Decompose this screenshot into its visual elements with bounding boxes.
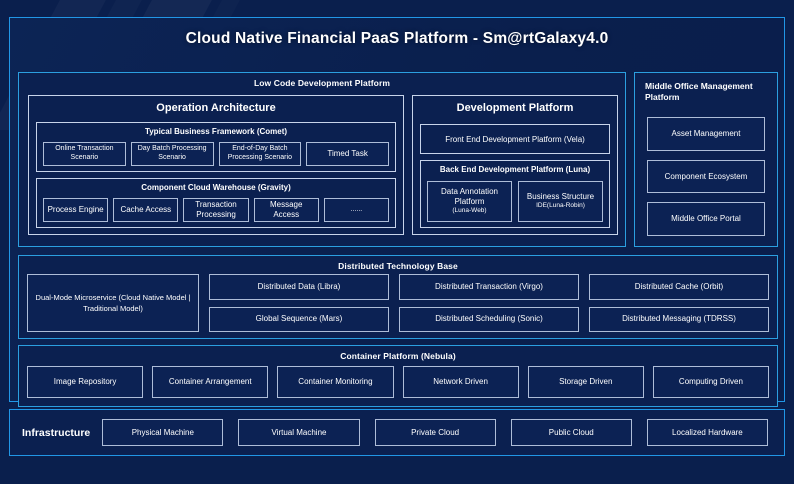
- distributed-base-column-1: Distributed Data (Libra) Global Sequence…: [209, 274, 389, 332]
- node-transaction-processing[interactable]: Transaction Processing: [183, 198, 249, 222]
- node-storage-driven[interactable]: Storage Driven: [527, 366, 644, 398]
- node-image-repository[interactable]: Image Repository: [27, 366, 144, 398]
- back-end-items: Data Annotation Platform (Luna-Web) Busi…: [427, 181, 603, 222]
- distributed-base-column-2: Distributed Transaction (Virgo) Distribu…: [399, 274, 579, 332]
- distributed-base-column-3: Distributed Cache (Orbit) Distributed Me…: [589, 274, 769, 332]
- node-business-structure-ide-main: Business Structure: [526, 192, 595, 202]
- group-title-operation-architecture: Operation Architecture: [156, 102, 276, 114]
- group-title-gravity: Component Cloud Warehouse (Gravity): [141, 183, 291, 192]
- group-development-platform: Development Platform Front End Developme…: [412, 95, 618, 235]
- node-distributed-scheduling-sonic[interactable]: Distributed Scheduling (Sonic): [399, 306, 579, 332]
- gravity-items: Process Engine Cache Access Transaction …: [43, 198, 390, 222]
- node-distributed-cache-orbit[interactable]: Distributed Cache (Orbit): [589, 274, 769, 300]
- infrastructure-items: Physical Machine Virtual Machine Private…: [102, 419, 784, 446]
- node-end-of-day-batch-processing-scenario[interactable]: End-of-Day Batch Processing Scenario: [218, 142, 302, 166]
- platform-frame: Cloud Native Financial PaaS Platform - S…: [9, 17, 785, 407]
- group-component-cloud-warehouse: Component Cloud Warehouse (Gravity) Proc…: [36, 178, 396, 228]
- section-container-platform: Container Platform (Nebula) Image Reposi…: [18, 345, 778, 407]
- node-day-batch-processing-scenario[interactable]: Day Batch Processing Scenario: [130, 142, 214, 166]
- node-online-transaction-scenario[interactable]: Online Transaction Scenario: [43, 142, 126, 166]
- section-low-code-development-platform: Low Code Development Platform Operation …: [18, 72, 626, 247]
- node-data-annotation-platform[interactable]: Data Annotation Platform (Luna-Web): [427, 181, 512, 222]
- container-platform-items: Image Repository Container Arrangement C…: [27, 366, 770, 398]
- node-localized-hardware[interactable]: Localized Hardware: [646, 419, 768, 446]
- group-title-back-end: Back End Development Platform (Luna): [439, 165, 591, 174]
- node-more-ellipsis[interactable]: ......: [323, 198, 390, 222]
- platform-body: Low Code Development Platform Operation …: [18, 72, 778, 407]
- node-distributed-data-libra[interactable]: Distributed Data (Libra): [209, 274, 389, 300]
- group-title-development-platform: Development Platform: [456, 102, 574, 114]
- node-asset-management[interactable]: Asset Management: [647, 117, 765, 151]
- group-typical-business-framework: Typical Business Framework (Comet) Onlin…: [36, 122, 396, 172]
- section-title-distributed-technology-base: Distributed Technology Base: [338, 261, 458, 271]
- comet-items: Online Transaction Scenario Day Batch Pr…: [43, 142, 389, 166]
- node-container-monitoring[interactable]: Container Monitoring: [277, 366, 394, 398]
- node-public-cloud[interactable]: Public Cloud: [510, 419, 632, 446]
- section-distributed-technology-base: Distributed Technology Base Dual-Mode Mi…: [18, 255, 778, 339]
- group-title-comet: Typical Business Framework (Comet): [144, 127, 288, 136]
- node-private-cloud[interactable]: Private Cloud: [374, 419, 496, 446]
- node-distributed-messaging-tdrss[interactable]: Distributed Messaging (TDRSS): [589, 306, 769, 332]
- section-infrastructure: Infrastructure Physical Machine Virtual …: [9, 409, 785, 456]
- node-process-engine[interactable]: Process Engine: [43, 198, 109, 222]
- node-data-annotation-platform-sub: (Luna-Web): [452, 207, 487, 215]
- node-cache-access[interactable]: Cache Access: [113, 198, 179, 222]
- infrastructure-label: Infrastructure: [22, 426, 91, 439]
- middle-office-items: Asset Management Component Ecosystem Mid…: [647, 117, 765, 237]
- section-title-middle-office: Middle Office Management Platform: [645, 81, 753, 103]
- node-dual-mode-microservice[interactable]: Dual-Mode Microservice (Cloud Native Mod…: [27, 274, 199, 332]
- node-business-structure-ide[interactable]: Business Structure IDE(Luna-Robin): [518, 181, 603, 222]
- distributed-base-items: Dual-Mode Microservice (Cloud Native Mod…: [27, 274, 769, 332]
- section-title-container-platform: Container Platform (Nebula): [340, 351, 456, 361]
- node-middle-office-portal[interactable]: Middle Office Portal: [647, 202, 765, 237]
- node-container-arrangement[interactable]: Container Arrangement: [152, 366, 269, 398]
- page-title: Cloud Native Financial PaaS Platform - S…: [185, 30, 609, 47]
- node-component-ecosystem[interactable]: Component Ecosystem: [647, 159, 765, 194]
- node-physical-machine[interactable]: Physical Machine: [102, 419, 224, 446]
- node-business-structure-ide-sub: IDE(Luna-Robin): [536, 202, 585, 210]
- section-title-low-code: Low Code Development Platform: [253, 78, 391, 88]
- node-distributed-transaction-virgo[interactable]: Distributed Transaction (Virgo): [399, 274, 579, 300]
- group-back-end-development-platform: Back End Development Platform (Luna) Dat…: [420, 160, 610, 228]
- section-middle-office-management-platform: Middle Office Management Platform Asset …: [634, 72, 778, 247]
- node-front-end-development-platform[interactable]: Front End Development Platform (Vela): [420, 124, 610, 154]
- node-message-access[interactable]: Message Access: [253, 198, 319, 222]
- node-network-driven[interactable]: Network Driven: [402, 366, 519, 398]
- group-operation-architecture: Operation Architecture Typical Business …: [28, 95, 404, 235]
- node-data-annotation-platform-main: Data Annotation Platform: [441, 187, 498, 207]
- node-computing-driven[interactable]: Computing Driven: [652, 366, 770, 398]
- node-global-sequence-mars[interactable]: Global Sequence (Mars): [209, 306, 389, 332]
- node-virtual-machine[interactable]: Virtual Machine: [238, 419, 360, 446]
- node-timed-task[interactable]: Timed Task: [306, 142, 389, 166]
